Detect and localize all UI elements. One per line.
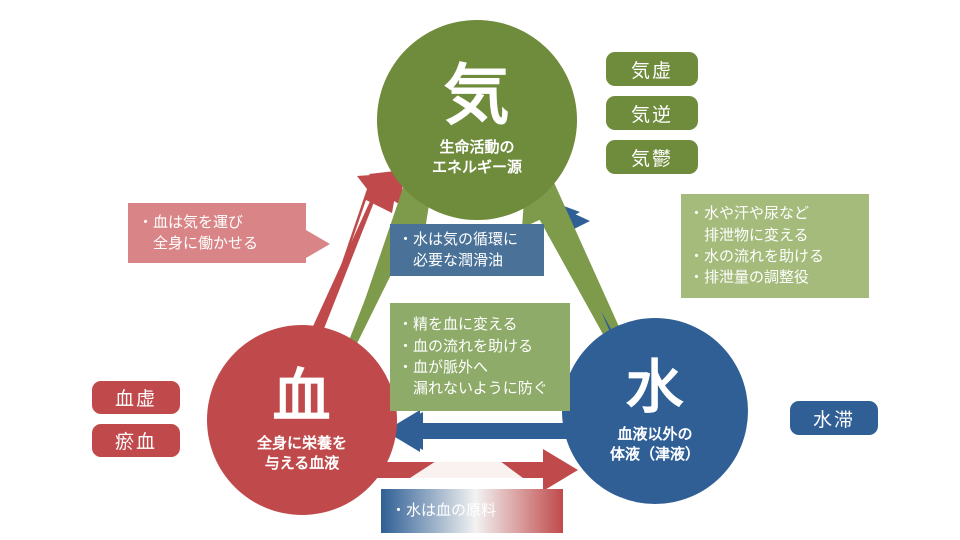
node-ki[interactable]: 気 生命活動の エネルギー源 bbox=[377, 20, 577, 220]
node-ketsu-subtitle: 全身に栄養を 与える血液 bbox=[256, 433, 347, 472]
desc-essence-to-blood-text: ・精を血に変える ・血の流れを助ける ・血が脈外へ 漏れないように防ぐ bbox=[398, 315, 548, 398]
badge-ki-utsu[interactable]: 気鬱 bbox=[606, 140, 698, 174]
node-ki-subtitle: 生命活動の エネルギー源 bbox=[431, 137, 522, 176]
desc-essence-to-blood: ・精を血に変える ・血の流れを助ける ・血が脈外へ 漏れないように防ぐ bbox=[390, 303, 570, 411]
node-sui-subtitle: 血液以外の 体液（津液） bbox=[609, 424, 700, 463]
desc-water-raw-material-text: ・水は血の原料 bbox=[391, 501, 497, 520]
callout-pointer-water-raw-material bbox=[393, 439, 538, 489]
node-sui[interactable]: 水 血液以外の 体液（津液） bbox=[562, 318, 748, 504]
badge-sui-tai[interactable]: 水滞 bbox=[790, 401, 878, 435]
arrow-ki-to-sui bbox=[506, 172, 658, 390]
desc-blood-carries-ki: ・血は気を運び 全身に働かせる bbox=[128, 203, 330, 263]
arrow-sui-to-ketsu bbox=[385, 410, 610, 452]
desc-water-raw-material: ・水は血の原料 bbox=[381, 489, 563, 533]
node-ketsu-glyph: 血 bbox=[272, 361, 332, 430]
node-sui-glyph: 水 bbox=[625, 352, 685, 421]
desc-water-waste-text: ・水や汗や尿など 排泄物に変える ・水の流れを助ける ・排泄量の調整役 bbox=[689, 204, 825, 287]
badge-ki-gyaku[interactable]: 気逆 bbox=[606, 96, 698, 130]
badge-ketsu-kyo[interactable]: 血虚 bbox=[92, 381, 180, 414]
badge-o-ketsu[interactable]: 瘀血 bbox=[92, 424, 180, 457]
desc-water-lubricant-text: ・水は気の循環に 必要な潤滑油 bbox=[398, 229, 519, 269]
badge-ki-kyo[interactable]: 気虚 bbox=[606, 52, 698, 86]
desc-water-waste: ・水や汗や尿など 排泄物に変える ・水の流れを助ける ・排泄量の調整役 bbox=[681, 194, 869, 298]
desc-pointer-icon bbox=[306, 230, 330, 258]
desc-blood-carries-ki-text: ・血は気を運び 全身に働かせる bbox=[138, 212, 259, 252]
node-ki-glyph: 気 bbox=[443, 56, 511, 134]
desc-water-lubricant: ・水は気の循環に 必要な潤滑油 bbox=[390, 224, 544, 276]
node-ketsu[interactable]: 血 全身に栄養を 与える血液 bbox=[207, 325, 397, 515]
